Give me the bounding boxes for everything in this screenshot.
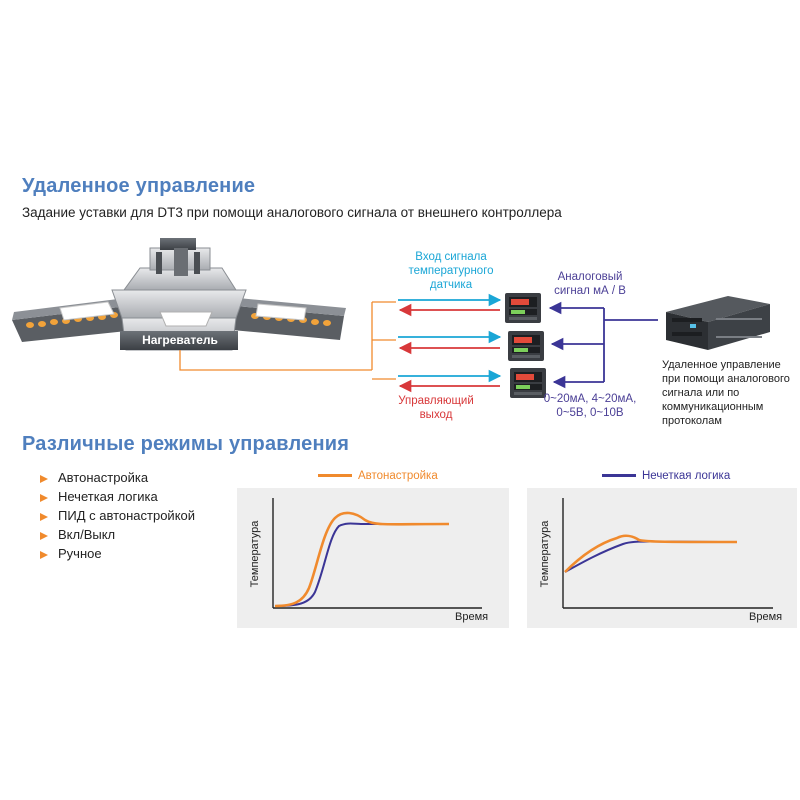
dt3-controller-1	[505, 293, 541, 323]
bullet-arrow-icon	[40, 550, 48, 559]
sensor-input-label: Вход сигнала температурного датчика	[408, 251, 494, 291]
analog-signal-label: Аналоговый сигнал мА / В	[554, 271, 626, 297]
fuzzy-chart-panel: Температура Время	[527, 488, 797, 628]
list-item: Автонастройка	[40, 468, 195, 487]
bullet-arrow-icon	[40, 474, 48, 483]
fuzzy-legend: Нечеткая логика	[602, 470, 730, 482]
dt3-controller-2	[508, 331, 544, 361]
fuzzy-response-curve	[274, 522, 449, 607]
legend-swatch	[602, 474, 636, 478]
list-item: Вкл/Выкл	[40, 525, 195, 544]
control-output-label: Управляющий выход	[398, 395, 474, 421]
remote-note: Удаленное управление при помощи аналогов…	[662, 359, 790, 427]
list-item: ПИД с автонастройкой	[40, 506, 195, 525]
fuzzy-response-chart	[562, 498, 773, 609]
remote-control-subtitle: Задание уставки для DT3 при помощи анало…	[22, 205, 562, 220]
sensor-input-arrows	[398, 293, 502, 383]
heater-machine-image	[12, 238, 346, 351]
control-modes-title: Различные режимы управления	[22, 433, 350, 455]
legend-swatch	[318, 474, 352, 478]
analog-signal-arrows	[548, 301, 658, 389]
y-axis-label: Температура	[539, 520, 551, 588]
autotune-chart-panel: Температура Время	[237, 488, 509, 628]
y-axis-label: Температура	[249, 520, 261, 588]
remote-control-title: Удаленное управление	[22, 175, 256, 197]
heater-wiring	[179, 301, 396, 380]
autotune-response-chart	[272, 498, 482, 609]
heater-label: Нагреватель	[142, 333, 218, 347]
autotune-response-curve	[564, 534, 738, 573]
control-modes-list: Автонастройка Нечеткая логика ПИД с авто…	[40, 468, 195, 563]
list-item: Ручное	[40, 544, 195, 563]
bullet-arrow-icon	[40, 493, 48, 502]
x-axis-label: Время	[455, 611, 489, 623]
bullet-arrow-icon	[40, 531, 48, 540]
external-plc-image	[666, 296, 770, 350]
control-output-arrows	[398, 303, 500, 393]
bullet-arrow-icon	[40, 512, 48, 521]
signal-ranges-label: 0~20мА, 4~20мА, 0~5В, 0~10В	[543, 393, 637, 419]
fuzzy-response-curve	[564, 540, 734, 573]
dt3-controller-3	[510, 368, 546, 398]
x-axis-label: Время	[749, 611, 783, 623]
autotune-legend: Автонастройка	[318, 470, 438, 482]
autotune-response-curve	[274, 511, 450, 608]
list-item: Нечеткая логика	[40, 487, 195, 506]
dt3-controllers	[505, 293, 546, 398]
